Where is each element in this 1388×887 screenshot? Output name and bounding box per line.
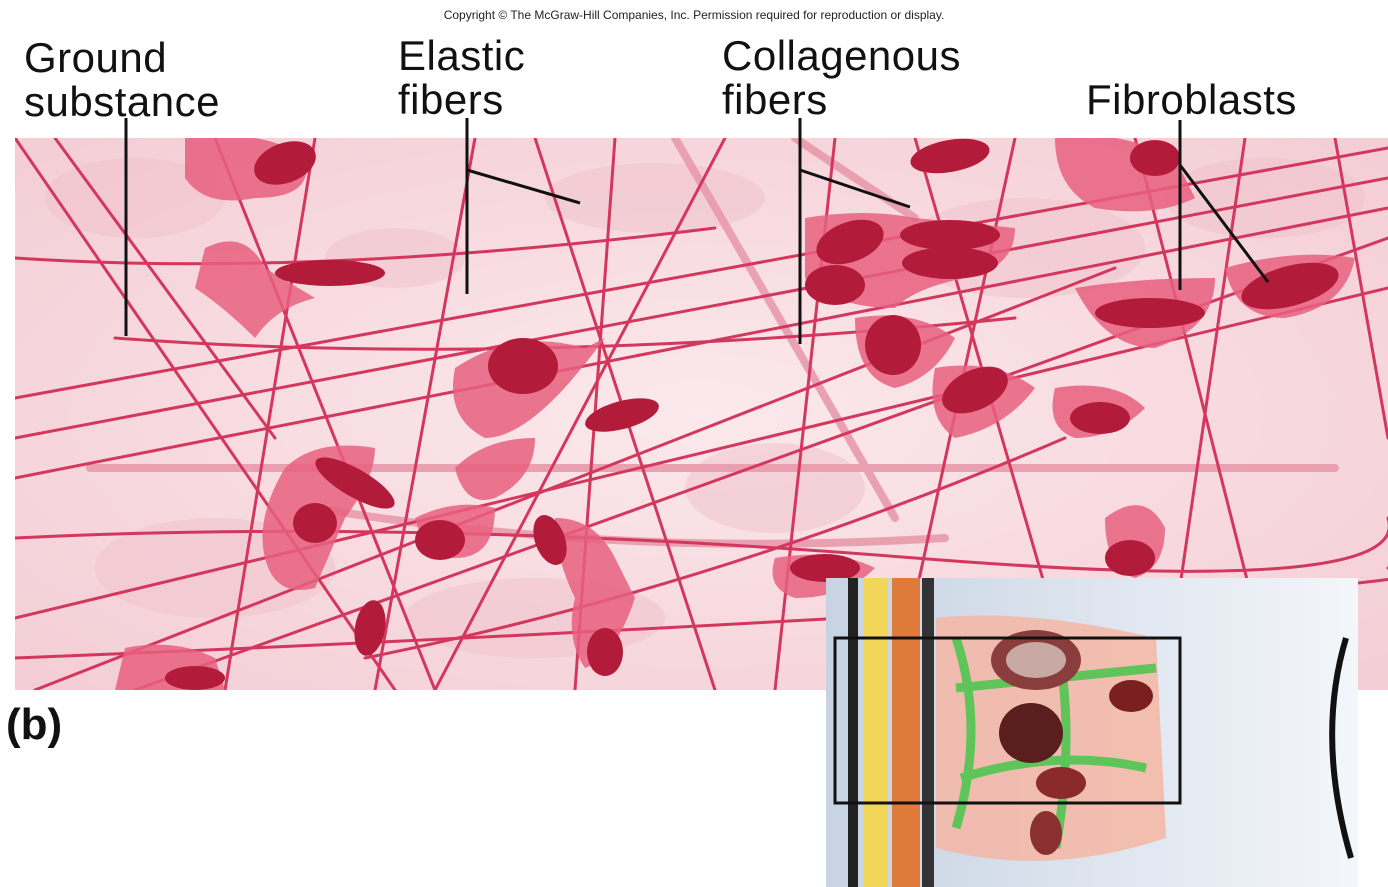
- label-elastic-fibers-line1: Elastic: [398, 34, 525, 78]
- label-ground-substance-line2: substance: [24, 80, 220, 124]
- label-fibroblasts-text: Fibroblasts: [1086, 78, 1297, 122]
- label-collagenous-fibers: Collagenous fibers: [722, 34, 961, 122]
- label-ground-substance: Ground substance: [24, 36, 220, 124]
- copyright-notice: Copyright © The McGraw-Hill Companies, I…: [0, 8, 1388, 22]
- label-elastic-fibers: Elastic fibers: [398, 34, 525, 122]
- label-collagenous-fibers-line2: fibers: [722, 78, 961, 122]
- inset-location-diagram: [826, 578, 1358, 887]
- label-elastic-fibers-line2: fibers: [398, 78, 525, 122]
- label-ground-substance-line1: Ground: [24, 36, 220, 80]
- label-fibroblasts: Fibroblasts: [1086, 78, 1297, 122]
- panel-letter: (b): [6, 700, 62, 750]
- label-collagenous-fibers-line1: Collagenous: [722, 34, 961, 78]
